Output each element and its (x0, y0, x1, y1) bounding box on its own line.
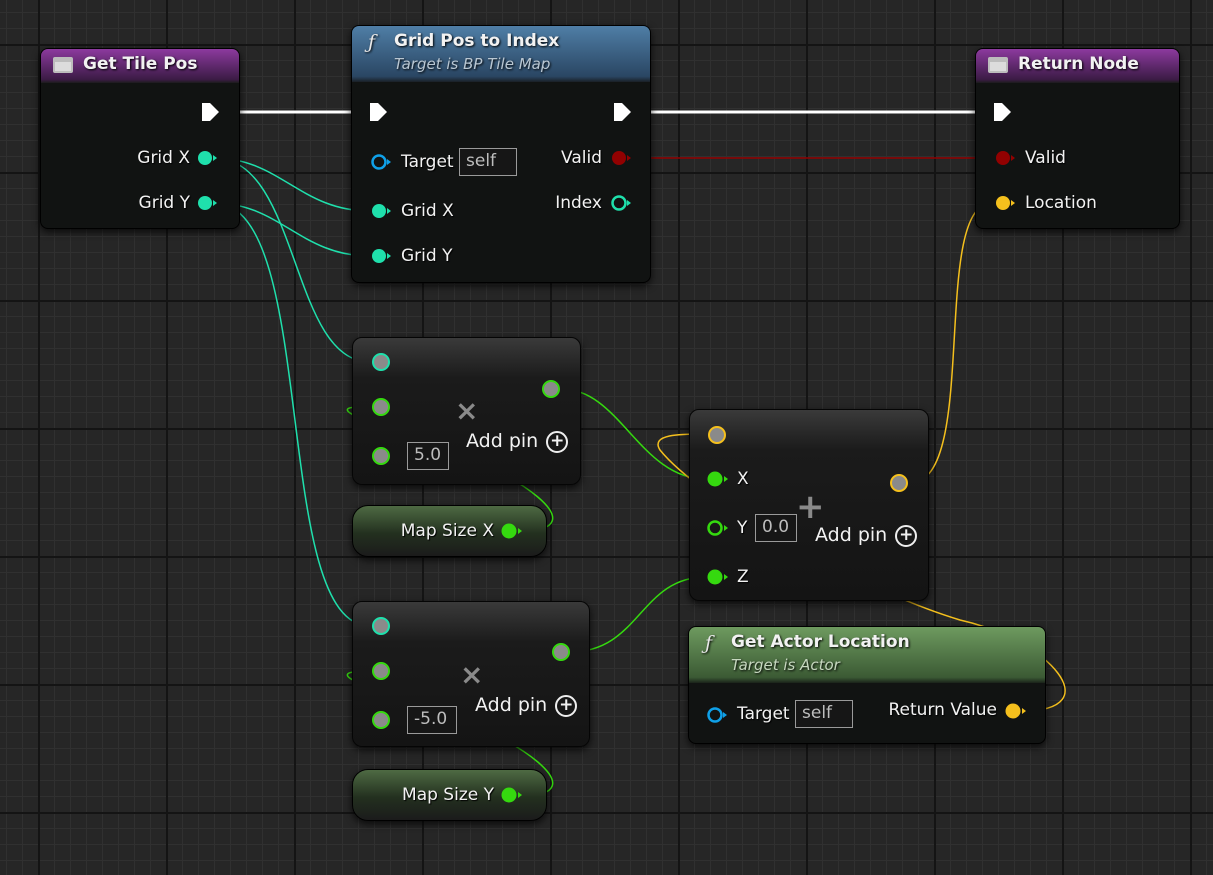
target-input-pin[interactable] (370, 153, 392, 173)
gridy-wire-2 (213, 202, 371, 627)
multiply-y-input-c-pin[interactable] (370, 710, 392, 730)
map-size-y-label: Map Size Y (402, 785, 494, 805)
multiply-x-node[interactable] (352, 337, 581, 485)
exec-in-pin[interactable] (368, 100, 390, 124)
return-value-output-pin[interactable] (1004, 702, 1028, 722)
actor-target-default-field[interactable]: self (795, 700, 853, 728)
add-pin-label: Add pin (815, 524, 888, 546)
grid-x-output-pin[interactable] (196, 149, 218, 169)
grid-y-input-label: Grid Y (401, 246, 453, 266)
vector-z-input-pin[interactable] (706, 568, 730, 588)
index-output-label: Index (555, 193, 602, 213)
add-pin-icon: + (555, 694, 578, 717)
return-node[interactable]: Return Node (975, 48, 1180, 229)
multiply-icon: × (455, 394, 479, 427)
add-pin-icon: + (895, 524, 918, 547)
actor-target-label: Target (737, 704, 790, 724)
vector-y-default-field[interactable]: 0.0 (755, 514, 797, 542)
map-size-y-output-pin[interactable] (500, 786, 524, 806)
get-actor-location-header[interactable]: ƒ Get Actor Location Target is Actor (689, 627, 1045, 683)
return-valid-label: Valid (1025, 148, 1066, 168)
valid-output-label: Valid (561, 148, 602, 168)
vector-add-add-pin-button[interactable]: Add pin + (815, 524, 918, 547)
grid-pos-to-index-subtitle: Target is BP Tile Map (394, 55, 551, 73)
grid-x-input-label: Grid X (401, 201, 454, 221)
return-node-header[interactable]: Return Node (976, 49, 1179, 83)
vector-add-output-pin[interactable] (888, 472, 910, 494)
grid-y-input-pin[interactable] (370, 247, 392, 267)
grid-pos-to-index-title: Grid Pos to Index (394, 31, 560, 51)
add-icon: + (796, 487, 825, 527)
multiply-x-input-c-pin[interactable] (370, 446, 392, 466)
mult-y-out-wire (569, 576, 707, 653)
grid-y-output-pin[interactable] (196, 194, 218, 214)
multiply-y-node[interactable] (352, 601, 590, 747)
return-location-label: Location (1025, 193, 1097, 213)
index-output-pin[interactable] (610, 194, 632, 214)
vector-x-label: X (737, 469, 749, 489)
target-default-field[interactable]: self (459, 148, 517, 176)
mult-x-out-wire (561, 388, 707, 480)
function-icon: ƒ (705, 632, 713, 654)
map-size-x-output-pin[interactable] (500, 522, 524, 542)
multiply-x-input-b-pin[interactable] (370, 397, 392, 417)
add-pin-label: Add pin (466, 430, 539, 452)
gridx-wire-2 (213, 157, 371, 363)
multiply-y-input-a-pin[interactable] (370, 616, 392, 636)
exec-out-pin-2[interactable] (612, 100, 634, 124)
multiply-x-add-pin-button[interactable]: Add pin + (466, 430, 569, 453)
grid-y-output-label: Grid Y (138, 193, 190, 213)
vector-add-input-a-pin[interactable] (706, 424, 728, 446)
vector-y-input-pin[interactable] (706, 519, 730, 539)
location-wire (909, 202, 993, 484)
actor-target-input-pin[interactable] (706, 706, 728, 726)
multiply-y-add-pin-button[interactable]: Add pin + (475, 694, 578, 717)
map-size-x-label: Map Size X (400, 521, 494, 541)
get-actor-location-subtitle: Target is Actor (731, 656, 840, 674)
vector-y-label: Y (737, 518, 748, 538)
get-tile-pos-title: Get Tile Pos (83, 54, 198, 74)
multiply-y-default-field[interactable]: -5.0 (407, 706, 457, 734)
vector-z-label: Z (737, 567, 749, 587)
return-valid-input-pin[interactable] (994, 149, 1016, 169)
multiply-x-output-pin[interactable] (540, 378, 562, 400)
vector-x-input-pin[interactable] (706, 470, 730, 490)
grid-x-input-pin[interactable] (370, 202, 392, 222)
function-icon: ƒ (368, 31, 376, 53)
grid-x-output-label: Grid X (137, 148, 190, 168)
vector-add-node[interactable] (689, 409, 929, 601)
multiply-y-output-pin[interactable] (550, 641, 572, 663)
get-actor-location-node[interactable]: ƒ Get Actor Location Target is Actor (688, 626, 1046, 744)
grid-pos-to-index-header[interactable]: ƒ Grid Pos to Index Target is BP Tile Ma… (352, 26, 650, 82)
add-pin-label: Add pin (475, 694, 548, 716)
return-node-title: Return Node (1018, 54, 1139, 74)
event-icon (988, 57, 1008, 73)
event-icon (53, 57, 73, 73)
add-pin-icon: + (546, 430, 569, 453)
valid-output-pin[interactable] (610, 149, 632, 169)
return-value-label: Return Value (888, 700, 998, 720)
multiply-icon: × (460, 658, 484, 691)
exec-out-pin[interactable] (200, 100, 222, 124)
get-actor-location-title: Get Actor Location (731, 632, 910, 652)
get-tile-pos-header[interactable]: Get Tile Pos (41, 49, 239, 83)
return-location-input-pin[interactable] (994, 194, 1016, 214)
multiply-x-default-field[interactable]: 5.0 (407, 442, 449, 470)
target-input-label: Target (401, 152, 454, 172)
multiply-x-input-a-pin[interactable] (370, 352, 392, 372)
return-exec-in-pin[interactable] (992, 100, 1014, 124)
multiply-y-input-b-pin[interactable] (370, 661, 392, 681)
get-tile-pos-node[interactable]: Get Tile Pos (40, 48, 240, 229)
